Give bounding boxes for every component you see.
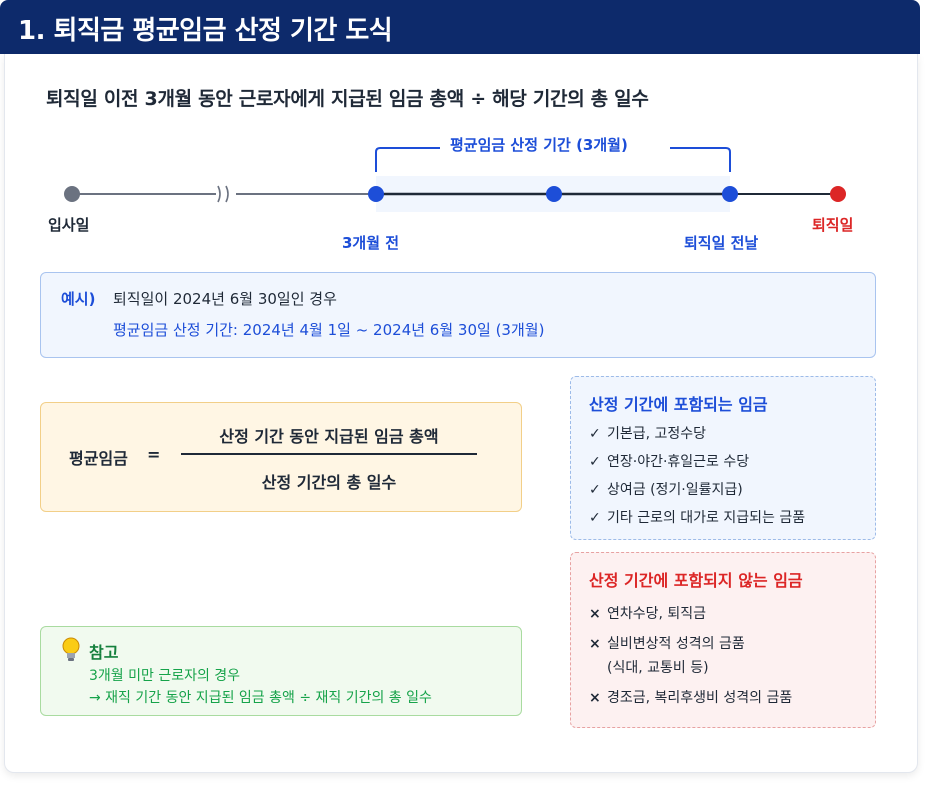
three-months-label: 3개월 전 <box>342 234 400 252</box>
cross-icon: × <box>589 606 601 622</box>
fraction-numerator: 산정 기간 동안 지급된 임금 총액 <box>219 427 439 446</box>
hire-dot <box>64 186 80 202</box>
period-bracket <box>375 147 731 172</box>
note-line-2: → 재직 기간 동안 지급된 임금 총액 ÷ 재직 기간의 총 일수 <box>89 690 432 706</box>
excluded-wages-box: 산정 기간에 포함되지 않는 임금 ×연차수당, 퇴직금 ×실비변상적 성격의 … <box>570 552 876 728</box>
note-box: 참고 3개월 미만 근로자의 경우 → 재직 기간 동안 지급된 임금 총액 ÷… <box>40 626 522 716</box>
excluded-item: ×경조금, 복리후생비 성격의 금품 <box>589 690 793 706</box>
timeline-break-mark <box>217 185 229 203</box>
timeline-diagram <box>64 147 846 212</box>
lightbulb-icon <box>62 637 80 661</box>
example-tag: 예시) <box>61 290 96 308</box>
note-line-1: 3개월 미만 근로자의 경우 <box>89 668 241 684</box>
check-icon: ✓ <box>589 454 601 470</box>
included-item: ✓기본급, 고정수당 <box>589 426 707 442</box>
hire-label: 입사일 <box>48 216 90 234</box>
included-item: ✓연장·야간·휴일근로 수당 <box>589 454 750 470</box>
cross-icon: × <box>589 636 601 652</box>
cross-icon: × <box>589 690 601 706</box>
average-wage-label: 평균임금 <box>69 449 128 468</box>
page-title: 1. 퇴직금 평균임금 산정 기간 도식 <box>18 16 393 46</box>
example-line-2: 평균임금 산정 기간: 2024년 4월 1일 ~ 2024년 6월 30일 (… <box>113 321 545 339</box>
excluded-item: ×실비변상적 성격의 금품 <box>589 636 745 652</box>
retire-dot <box>830 186 846 202</box>
average-wage-formula-box: 평균임금 = 산정 기간 동안 지급된 임금 총액 산정 기간의 총 일수 <box>40 402 522 512</box>
check-icon: ✓ <box>589 482 601 498</box>
three-months-dot <box>368 186 384 202</box>
fraction-denominator: 산정 기간의 총 일수 <box>261 473 397 492</box>
included-title: 산정 기간에 포함되는 임금 <box>589 395 768 414</box>
excluded-item: ×연차수당, 퇴직금 <box>589 606 707 622</box>
note-title: 참고 <box>89 643 119 662</box>
example-box: 예시) 퇴직일이 2024년 6월 30일인 경우 평균임금 산정 기간: 20… <box>40 272 876 358</box>
middle-dot <box>546 186 562 202</box>
day-before-label: 퇴직일 전날 <box>684 234 759 252</box>
header-bar: 1. 퇴직금 평균임금 산정 기간 도식 <box>0 0 920 54</box>
included-item: ✓기타 근로의 대가로 지급되는 금품 <box>589 510 806 526</box>
check-icon: ✓ <box>589 510 601 526</box>
check-icon: ✓ <box>589 426 601 442</box>
fraction-line <box>181 453 477 455</box>
bracket-label: 평균임금 산정 기간 (3개월) <box>448 134 630 155</box>
included-wages-box: 산정 기간에 포함되는 임금 ✓기본급, 고정수당 ✓연장·야간·휴일근로 수당… <box>570 376 876 540</box>
included-item: ✓상여금 (정기·일률지급) <box>589 482 743 498</box>
equals-sign: = <box>147 445 161 464</box>
day-before-dot <box>722 186 738 202</box>
timeline-break-gap <box>216 184 236 204</box>
excluded-item-continued: (식대, 교통비 등) <box>607 660 709 676</box>
retire-label: 퇴직일 <box>812 216 854 234</box>
excluded-title: 산정 기간에 포함되지 않는 임금 <box>589 571 803 590</box>
example-line-1: 퇴직일이 2024년 6월 30일인 경우 <box>113 290 337 308</box>
formula-description: 퇴직일 이전 3개월 동안 근로자에게 지급된 임금 총액 ÷ 해당 기간의 총… <box>46 88 649 110</box>
